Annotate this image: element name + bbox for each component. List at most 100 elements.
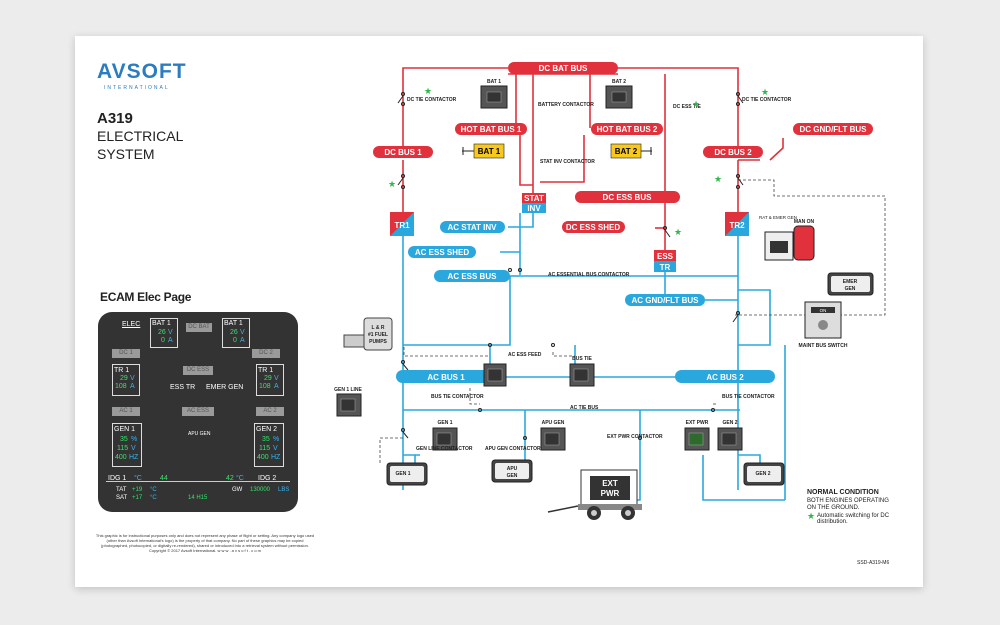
ac-stat-inv-label: AC STAT INV [447, 223, 497, 232]
ecam-acess-bar: AC ESS [186, 408, 209, 414]
ext-pwr-contactor-label: EXT PWR CONTACTOR [607, 434, 663, 440]
ecam-bat2-amps: 0 [233, 337, 237, 344]
ecam-dc1-bar: DC 1 [119, 350, 133, 356]
legend-star-icon: ★ [807, 511, 816, 521]
title-line-1: ELECTRICAL [97, 128, 184, 144]
emer-box-label: EMER [843, 279, 858, 285]
ecam-gen1-box [112, 423, 142, 467]
auto-switch-star-icon: ★ [388, 179, 397, 189]
dc-bat-bus-label: DC BAT BUS [539, 64, 588, 73]
bus-tie-right-label: BUS TIE CONTACTOR [722, 394, 775, 400]
ecam-gen1-hu: HZ [129, 454, 139, 461]
tr-label: TR [660, 263, 671, 272]
ecam-tr2-volts: 29 [264, 375, 272, 382]
dc-gnd-flt-bus-label: DC GND/FLT BUS [800, 125, 868, 134]
dc-ess-tie-label: DC ESS TIE [673, 104, 701, 110]
ecam-bat1-amps: 0 [161, 337, 165, 344]
ecam-gen2-hz: 400 [257, 454, 269, 461]
ecam-dcbat-bar: DC BAT [188, 324, 210, 330]
ac-bus-1-label: AC BUS 1 [427, 373, 465, 382]
ecam-time: 14 H15 [188, 495, 208, 501]
fuel-pump-label-3: PUMPS [369, 339, 387, 345]
dc-bus-1-label: DC BUS 1 [384, 148, 422, 157]
control-links [379, 179, 886, 465]
avsoft-logo: AVSOFT [97, 60, 187, 83]
emer-gen-box-label: GEN [845, 286, 856, 292]
ecam-gen1-label: GEN 1 [114, 426, 136, 433]
ecam-gen2-label: GEN 2 [256, 426, 278, 433]
ecam-gw-unit: LBS [278, 487, 290, 493]
ecam-gen2-hu: HZ [271, 454, 281, 461]
ext-power-cart: EXT PWR [547, 469, 642, 520]
ecam-bat2-box [222, 318, 250, 348]
ecam-tr2-box [256, 364, 284, 396]
battery-contactor-label: BATTERY CONTACTOR [538, 102, 594, 108]
ecam-sat-val: +17 [132, 495, 143, 501]
gen1-panel-label: GEN 1 [437, 420, 452, 426]
ecam-elec-label: ELEC [122, 321, 141, 328]
ac-ess-shed-label: AC ESS SHED [415, 248, 469, 257]
battery-2-label: BAT 2 [615, 147, 638, 156]
stat-label: STAT [524, 194, 544, 203]
bus-tie-panel-label: BUS TIE [572, 356, 592, 362]
dc-tie-left-label: DC TIE CONTACTOR [407, 97, 457, 103]
ac-ess-contactor-label: AC ESSENTIAL BUS CONTACTOR [548, 272, 630, 278]
ecam-ac2-bar: AC 2 [263, 408, 277, 414]
legend-line-2: ON THE GROUND. [807, 505, 860, 511]
ac-ess-feed-label: AC ESS FEED [508, 352, 542, 358]
ecam-gen2-box [254, 423, 284, 467]
apu-gen-contactor-label: APU GEN CONTACTOR [485, 446, 541, 452]
document-code: SSD-A319-M6 [857, 560, 890, 566]
ecam-tr1-vunit: V [130, 375, 135, 382]
ecam-tr2-amps: 108 [259, 383, 271, 390]
ecam-bat2-vunit: V [240, 329, 245, 336]
pwr-cart-label: PWR [601, 489, 620, 498]
ecam-sat-label: SAT [116, 495, 128, 501]
ecam-gw-val: 130000 [250, 487, 271, 493]
apu-gen-panel-label: APU GEN [542, 420, 565, 426]
ecam-gen2-volts: 115 [259, 445, 271, 452]
dc-bus-bars: DC BAT BUS DC BUS 1 DC BUS 2 HOT BAT BUS… [373, 62, 873, 233]
disclaimer-text: This graphic is for instructional purpos… [95, 533, 315, 553]
gen2-panel-label: GEN 2 [722, 420, 737, 426]
ecam-bat2-label: BAT 1 [224, 320, 243, 327]
dc-tie-right-label: DC TIE CONTACTOR [742, 97, 792, 103]
ac-bus-2-label: AC BUS 2 [706, 373, 744, 382]
ecam-idg1-label: IDG 1 [108, 475, 127, 482]
ecam-bat1-label: BAT 1 [152, 320, 171, 327]
tr2-label: TR2 [729, 221, 745, 230]
ext-pwr-panel-label: EXT PWR [686, 420, 709, 426]
auto-switch-star-icon: ★ [424, 86, 433, 96]
ecam-tat-unit: °C [150, 487, 157, 493]
bus-tie-left-label: BUS TIE CONTACTOR [431, 394, 484, 400]
gen2-box-label: GEN 2 [755, 471, 770, 477]
ess-label: ESS [657, 252, 674, 261]
ecam-bat2-volts: 26 [230, 329, 238, 336]
ecam-tat-val: +19 [132, 487, 143, 493]
ecam-dcess-bar: DC ESS [186, 367, 210, 373]
maint-on-label: ON [820, 308, 827, 313]
tr1-label: TR1 [394, 221, 410, 230]
generator-boxes: GEN 1 APU GEN GEN 2 EMER GEN [386, 272, 874, 486]
ecam-idg2-val: 42 [226, 475, 234, 482]
legend-line-1: BOTH ENGINES OPERATING [807, 498, 889, 504]
ecam-apugen-label: APU GEN [188, 431, 211, 437]
ecam-gen2-pu: % [273, 436, 280, 443]
ecam-tr1-aunit: A [130, 383, 135, 390]
ecam-dc2-bar: DC 2 [259, 350, 273, 356]
gen1-box-label: GEN 1 [395, 471, 410, 477]
auto-switch-star-icon: ★ [761, 87, 770, 97]
title-line-2: SYSTEM [97, 146, 155, 162]
auto-switch-star-icon: ★ [714, 174, 723, 184]
bat2-panel-label: BAT 2 [612, 79, 626, 85]
ecam-idg1-unit: °C [134, 475, 142, 482]
ecam-gen1-volts: 115 [117, 445, 129, 452]
ecam-bat1-volts: 26 [158, 329, 166, 336]
stat-inv-contactor-label: STAT INV CONTACTOR [540, 159, 595, 165]
ecam-tr1-label: TR 1 [114, 367, 130, 374]
ecam-bat1-vunit: V [168, 329, 173, 336]
gen1-line-panel-label: GEN 1 LINE [334, 387, 362, 393]
hot-bat-bus-1-label: HOT BAT BUS 1 [461, 125, 522, 134]
dc-ess-shed-label: DC ESS SHED [566, 223, 620, 232]
